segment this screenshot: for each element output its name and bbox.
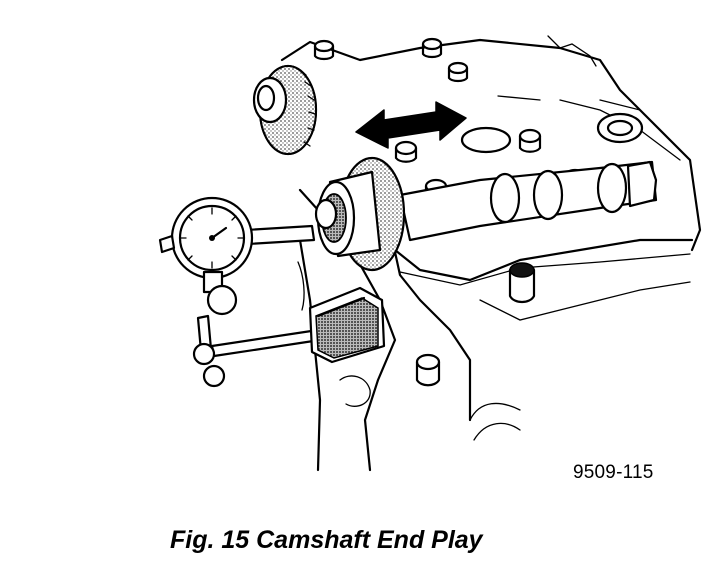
detail-lines [297, 35, 641, 407]
camshaft-nose [314, 156, 406, 272]
figure-reference-id: 9509-115 [573, 462, 654, 483]
magnetic-base [192, 284, 386, 388]
figure-caption: Fig. 15 Camshaft End Play [170, 526, 483, 554]
dial-indicator [158, 196, 316, 294]
camshaft-sprocket [252, 64, 318, 156]
end-play-direction-arrow [355, 101, 467, 149]
camshaft [398, 112, 658, 242]
